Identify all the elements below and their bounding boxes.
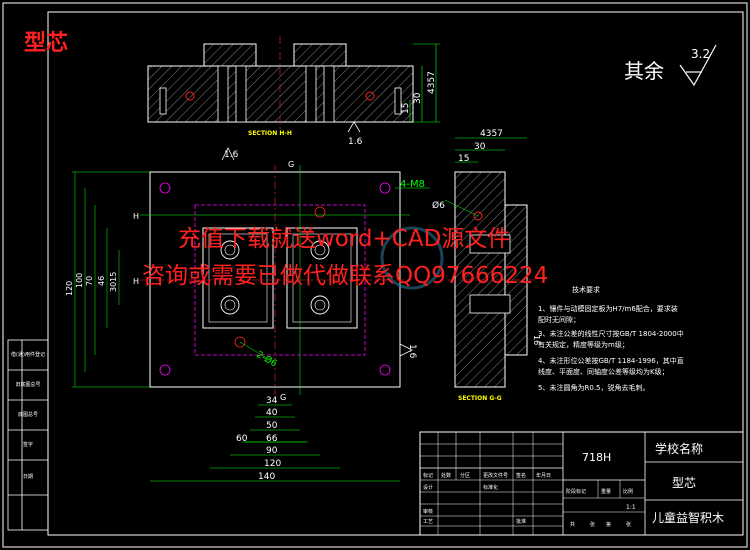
dia-label-0: Ø6	[432, 200, 445, 211]
section-mark-h-right: H	[133, 277, 139, 286]
left-dim-2: 70	[85, 276, 94, 286]
tb-school: 学校名称	[655, 441, 703, 456]
sidebar-cell-0: 借(通)用件登记	[11, 351, 45, 358]
tb-row2-3: 重量	[601, 488, 611, 495]
tb-row2-4: 比例	[623, 488, 633, 495]
roughness-mark-1: 1.6	[224, 150, 239, 160]
left-dim-1: 100	[75, 273, 84, 288]
surface-finish-label: 其余	[624, 59, 664, 83]
bottom-dim-4: 60	[236, 434, 248, 444]
section-hh-label: SECTION H-H	[248, 130, 292, 137]
sidebar-cell-3: 签字	[23, 441, 33, 448]
tech-requirements: 技术要求 1、镶件与动模固定板为H7/m6配合，要求装 配时无间隙； 3、未注公…	[538, 285, 684, 392]
right-dim-1: 30	[474, 142, 486, 152]
section-mark-g-bottom: G	[280, 393, 286, 402]
tb-material: 718H	[582, 451, 611, 464]
section-mark-h-left: H	[133, 212, 139, 221]
bottom-dim-1: 40	[266, 408, 278, 418]
bottom-dim-5: 90	[266, 446, 278, 456]
left-dim-3: 46	[97, 276, 106, 286]
tb-row3-2: 批准	[516, 518, 526, 525]
section-gg-label: SECTION G-G	[458, 395, 502, 402]
tb-part-name: 型芯	[672, 476, 696, 490]
tb-row1-1: 处数	[441, 472, 451, 479]
roughness-mark-0: 1.6	[348, 137, 363, 147]
top-dim-2: 15	[401, 103, 411, 114]
section-gg-view: 4357 30 15 Ø6 16 SECTION G-G	[432, 129, 541, 402]
tb-row4-1: 张	[590, 521, 595, 528]
sidebar-cell-1: 旧底图总号	[15, 381, 40, 388]
main-plan-view: G G H H 4-M8 2-Ø6 1.6 1.6 120 100 70 46 …	[65, 147, 430, 482]
top-dim-1: 30	[413, 92, 423, 104]
sidebar-cell-2: 底图总号	[18, 411, 38, 418]
bottom-dim-7: 140	[258, 472, 275, 482]
tech-line-1: 配时无间隙；	[538, 315, 580, 324]
right-side-dim: 16	[532, 335, 541, 345]
hole-note: 4-M8	[400, 179, 425, 190]
tb-row1-3: 更改文件号	[483, 472, 508, 479]
right-dim-2: 15	[458, 154, 469, 164]
sidebar-cell-4: 日期	[23, 474, 33, 480]
title-block: 标记 处数 分区 更改文件号 签名 年月日 设计 标准化 阶段标记 重量 比例 …	[419, 431, 744, 536]
tb-drawing-name: 儿童益智积木	[652, 510, 724, 525]
tb-row4-3: 张	[626, 521, 631, 528]
bottom-dim-3: 66	[266, 434, 278, 444]
tb-scale-ratio: 1:1	[626, 504, 636, 511]
tb-row4-0: 共	[570, 521, 575, 528]
bottom-dim-0: 34	[266, 396, 278, 406]
tech-title: 技术要求	[572, 285, 600, 294]
tb-row2-0: 设计	[423, 484, 433, 491]
left-dim-0: 120	[65, 281, 74, 296]
tb-row3-0: 审核	[423, 508, 433, 515]
tb-row1-4: 签名	[516, 472, 526, 479]
tb-row3-1: 工艺	[423, 519, 433, 525]
top-dim-0: 4357	[427, 71, 437, 94]
tb-row2-1: 标准化	[483, 484, 498, 491]
bottom-dim-2: 50	[266, 421, 278, 431]
tech-line-4: 4、未注形位公差按GB/T 1184-1996，其中直	[538, 356, 684, 365]
section-hh-view: 4357 30 15 SECTION H-H 1.6	[147, 36, 440, 147]
surface-finish-value: 3.2	[691, 47, 710, 61]
tb-row1-0: 标记	[423, 472, 433, 479]
tech-line-5: 线度、平面度、同轴度公差等级均为K级；	[538, 367, 669, 376]
bottom-dim-6: 120	[264, 459, 281, 469]
watermark: 充值下载就送word+CAD源文件 咨询或需要已做代做联系QQ97666224	[142, 226, 548, 290]
tech-line-2: 3、未注公差的线性尺寸按GB/T 1804-2000中	[538, 329, 684, 338]
surface-finish-symbol: 其余 3.2	[624, 44, 717, 87]
left-sidebar: 借(通)用件登记 旧底图总号 底图总号 签字 日期	[7, 339, 49, 531]
tb-row4-2: 第	[606, 521, 611, 528]
watermark-line2: 咨询或需要已做代做联系QQ97666224	[142, 263, 548, 289]
dia-label-1: 2-Ø6	[255, 349, 280, 370]
tech-line-6: 5、未注圆角为R0.5，锐角去毛刺。	[538, 383, 649, 392]
tech-line-0: 1、镶件与动模固定板为H7/m6配合，要求装	[538, 304, 678, 313]
drawing-title: 型芯	[24, 31, 68, 56]
roughness-mark-2: 1.6	[407, 344, 417, 359]
right-dim-0: 4357	[480, 129, 503, 139]
tb-row1-2: 分区	[460, 472, 470, 479]
tb-row2-2: 阶段标记	[566, 488, 586, 495]
tb-row1-5: 年月日	[536, 472, 551, 479]
watermark-line1: 充值下载就送word+CAD源文件	[178, 226, 510, 252]
section-mark-g-top: G	[288, 160, 294, 169]
inner-frame	[47, 11, 744, 536]
left-dim-4: 3015	[109, 272, 118, 292]
tech-line-3: 有关规定，精度等级为m级；	[538, 340, 629, 349]
